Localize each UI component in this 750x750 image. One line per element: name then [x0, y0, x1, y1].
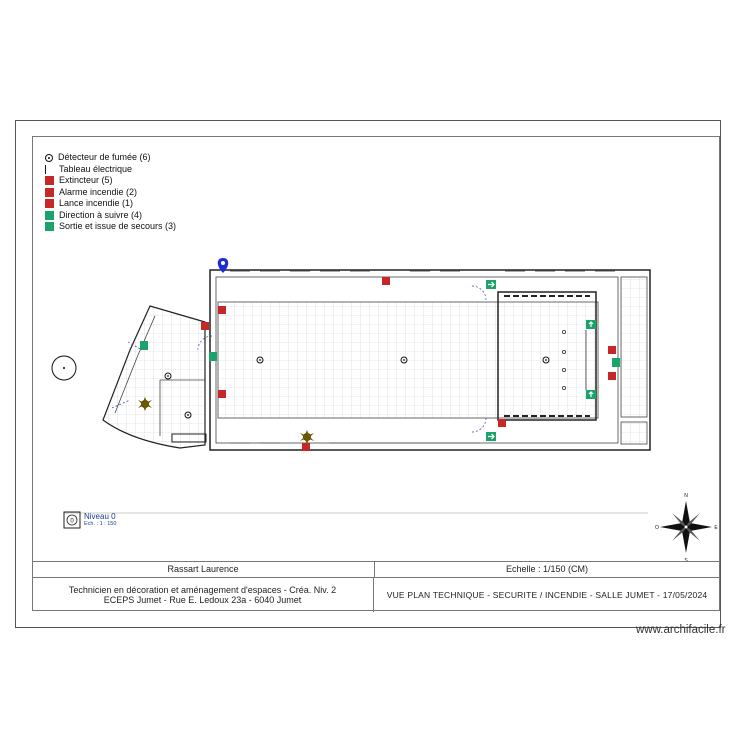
emergency-exit-sign-2	[209, 352, 217, 361]
annex-room	[620, 276, 648, 418]
compass-o-label: O	[655, 525, 659, 531]
fire-alarm-sign-2	[608, 372, 616, 380]
level-name: Niveau 0	[84, 512, 116, 521]
smoke-detector-2	[400, 356, 408, 364]
legend-item-smoke-detector: Détecteur de fumée (6)	[45, 152, 176, 164]
school-line-2: ECEPS Jumet - Rue E. Ledoux 23a - 6040 J…	[103, 595, 302, 605]
level-badge-icon: 0	[63, 511, 81, 529]
legend: Détecteur de fumée (6) Tableau électriqu…	[45, 152, 176, 233]
legend-item-exit: Sortie et issue de secours (3)	[45, 221, 176, 233]
legend-item-fire-alarm: Alarme incendie (2)	[45, 187, 176, 199]
level-scale: Ech. : 1 : 150	[84, 521, 117, 527]
compass-rose-icon	[660, 501, 712, 553]
level-badge-number: 0	[70, 519, 74, 525]
fire-extinguisher-sign-5	[302, 443, 310, 451]
round-table	[51, 355, 77, 381]
compass-e-label: E	[714, 525, 718, 531]
legend-item-direction: Direction à suivre (4)	[45, 210, 176, 222]
bar-counter	[497, 291, 597, 421]
fire-extinguisher-icon	[45, 176, 54, 186]
emergency-exit-icon	[45, 222, 54, 232]
electrical-panel-icon	[45, 164, 54, 174]
smoke-detector-5	[184, 411, 192, 419]
school-line-1: Technicien en décoration et aménagement …	[68, 585, 337, 595]
drawing-sheet-border	[15, 120, 721, 628]
legend-item-electrical-panel: Tableau électrique	[45, 164, 176, 176]
fire-extinguisher-sign-1	[382, 277, 390, 285]
drawing-title: VUE PLAN TECHNIQUE - SECURITE / INCENDIE…	[386, 590, 708, 600]
emergency-exit-sign-1	[612, 358, 620, 367]
school-info: Technicien en décoration et aménagement …	[32, 578, 374, 612]
fire-extinguisher-sign-3	[218, 390, 226, 398]
title-block: Rassart Laurence Echelle : 1/150 (CM) Te…	[32, 561, 720, 612]
location-marker-icon	[217, 258, 229, 273]
left-wing-room	[102, 305, 206, 449]
fire-hose-sign	[608, 346, 616, 354]
legend-item-extinguisher: Extincteur (5)	[45, 175, 176, 187]
fire-alarm-sign-1	[201, 322, 209, 330]
fire-hose-icon	[45, 199, 54, 209]
fire-alarm-icon	[45, 187, 54, 197]
author-name: Rassart Laurence	[32, 562, 375, 578]
legend-item-fire-hose: Lance incendie (1)	[45, 198, 176, 210]
annex-room-small	[620, 421, 648, 445]
compass-n-label: N	[684, 493, 688, 499]
plant-icon-2	[138, 397, 152, 411]
smoke-detector-3	[542, 356, 550, 364]
smoke-detector-icon	[45, 153, 53, 162]
direction-arrow-icon	[45, 210, 54, 220]
main-hall-floor	[217, 301, 599, 419]
fire-extinguisher-sign-4	[498, 419, 506, 427]
drawing-scale: Echelle : 1/150 (CM)	[374, 562, 720, 578]
drawing-frame	[32, 136, 720, 611]
fire-extinguisher-sign-2	[218, 306, 226, 314]
smoke-detector-4	[164, 372, 172, 380]
watermark: www.archifacile.fr	[636, 624, 726, 636]
smoke-detector-1	[256, 356, 264, 364]
plant-icon-1	[300, 430, 314, 444]
emergency-exit-sign-3	[140, 341, 148, 350]
